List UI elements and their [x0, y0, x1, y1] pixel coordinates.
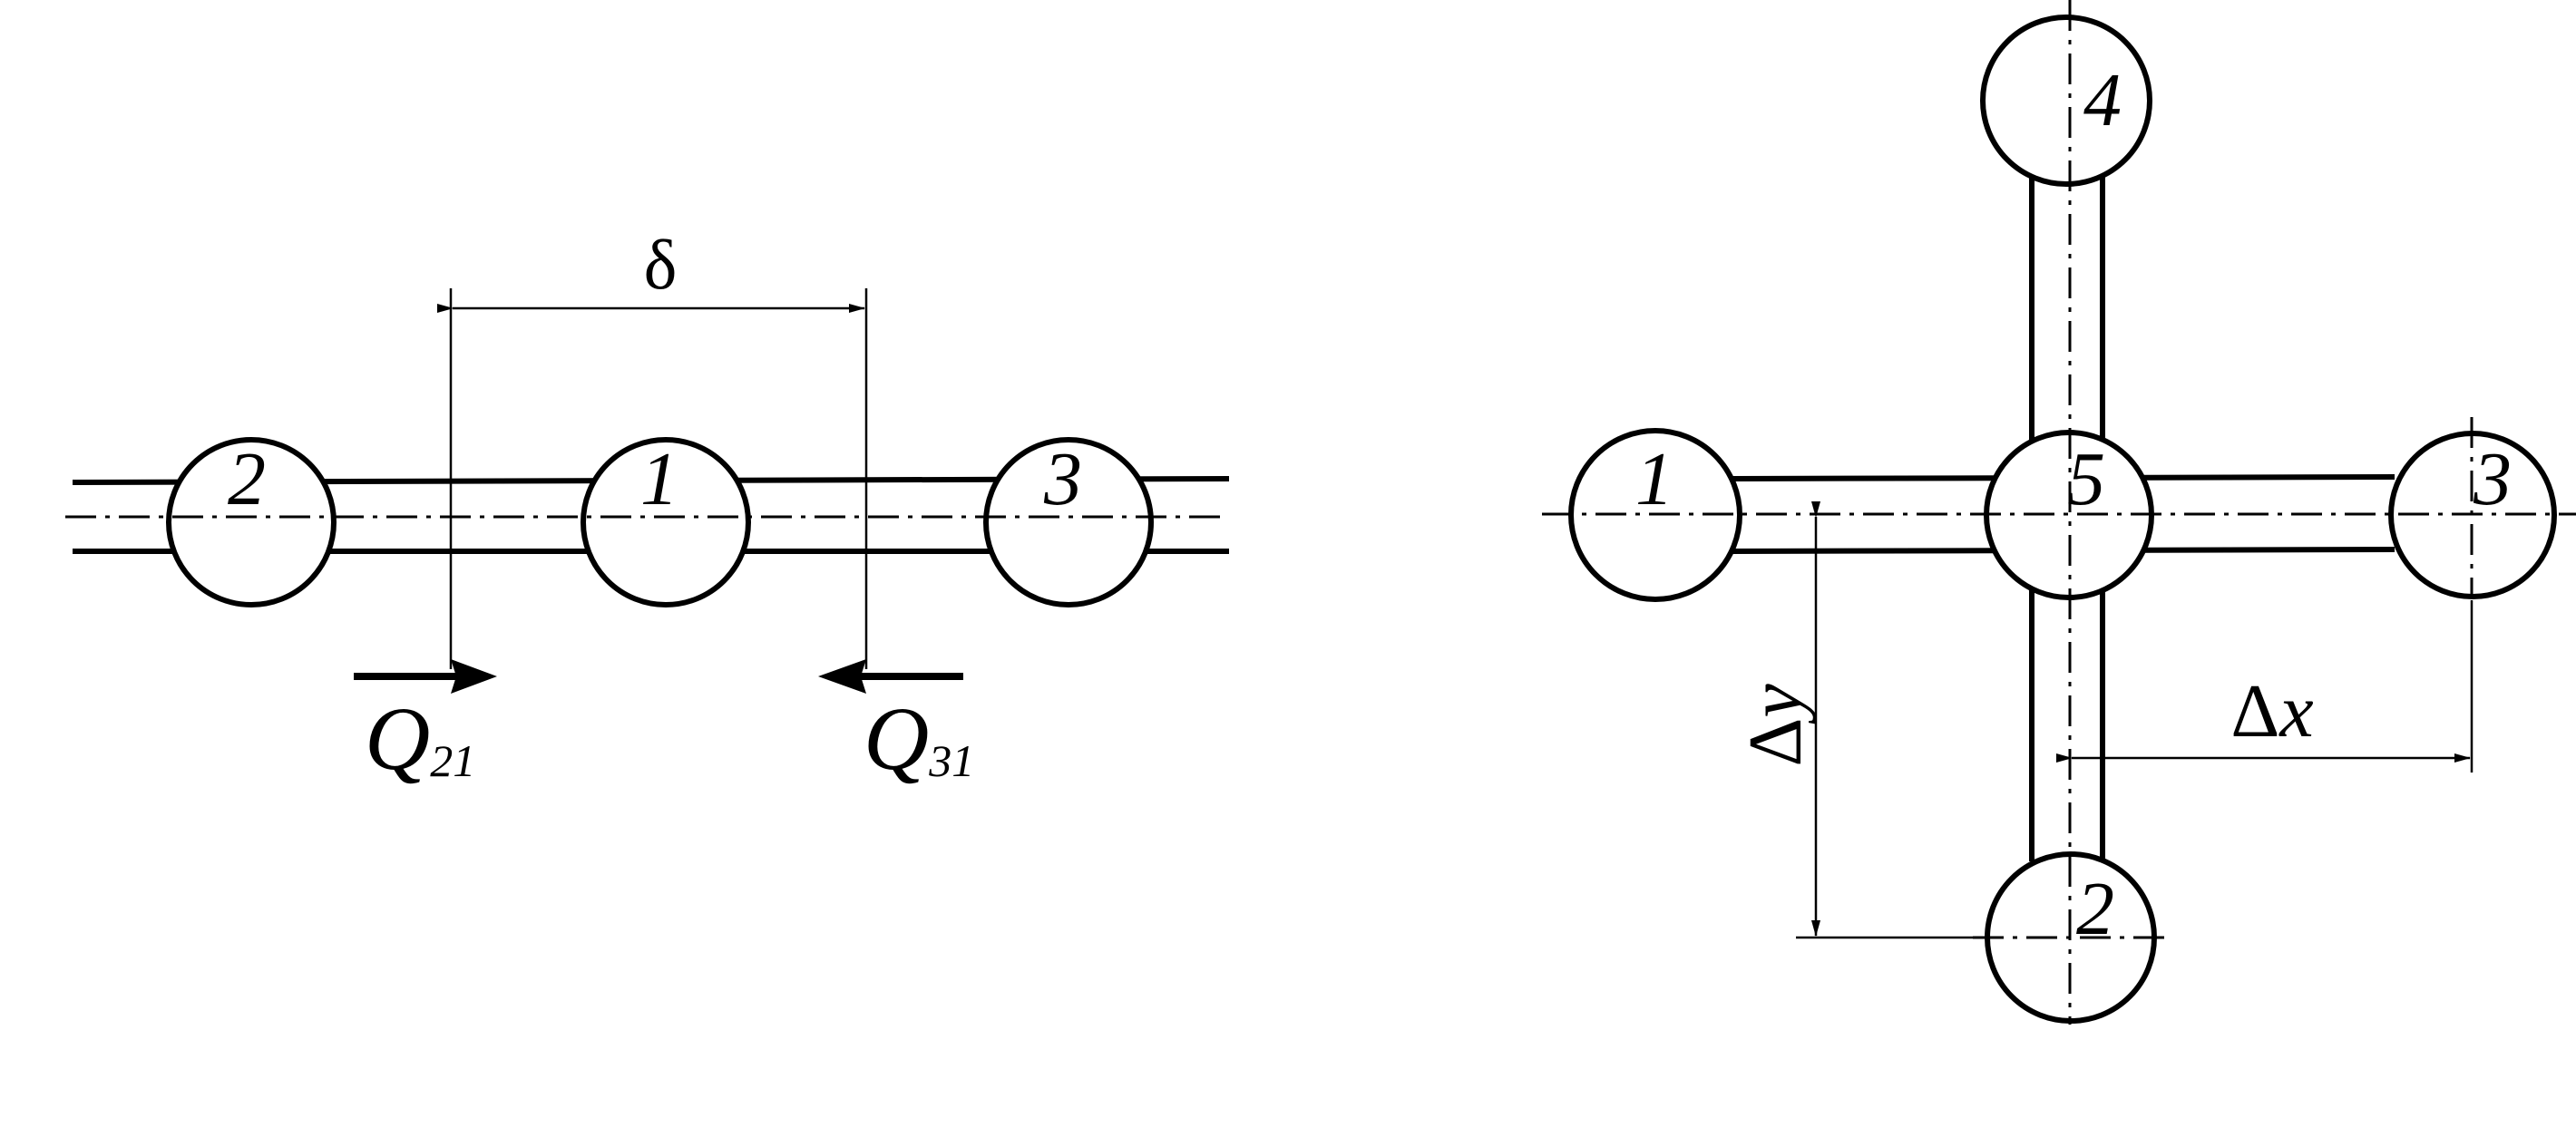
left-node-2 — [166, 437, 337, 607]
left-node-3-label: 3 — [1043, 437, 1082, 521]
flow-q21-letter: Q — [365, 688, 430, 789]
flow-q31-arrow-head — [818, 659, 866, 694]
left-figure: δ 2 1 3 Q21 Q31 — [65, 225, 1230, 789]
right-node-2-label: 2 — [2076, 867, 2114, 951]
flow-q21-subscript: 21 — [430, 735, 475, 786]
right-node-4 — [1980, 15, 2152, 187]
dx-label: Δx — [2230, 669, 2313, 753]
right-node-3-label: 3 — [2473, 437, 2512, 521]
left-node-2-label: 2 — [228, 437, 266, 521]
dx-var: x — [2278, 669, 2313, 753]
delta-label: δ — [644, 225, 678, 304]
dy-var: y — [1733, 684, 1818, 725]
right-node-1-label: 1 — [1635, 437, 1673, 521]
flow-q31-subscript: 31 — [928, 735, 974, 786]
right-figure: Δx Δy 1 5 3 4 2 — [1542, 0, 2576, 1025]
dx-delta: Δ — [2230, 669, 2279, 753]
dy-label: Δy — [1733, 684, 1818, 767]
left-node-1 — [581, 437, 751, 607]
flow-q21-label: Q21 — [365, 688, 475, 789]
right-node-5-label: 5 — [2067, 437, 2105, 521]
flow-q31-letter: Q — [864, 688, 929, 789]
left-node-1-label: 1 — [640, 437, 678, 521]
right-node-4-label: 4 — [2083, 58, 2122, 142]
flow-q21-arrow-head — [451, 659, 497, 694]
flow-q31-label: Q31 — [864, 688, 974, 789]
dy-delta: Δ — [1733, 718, 1818, 767]
left-node-3 — [983, 437, 1154, 607]
